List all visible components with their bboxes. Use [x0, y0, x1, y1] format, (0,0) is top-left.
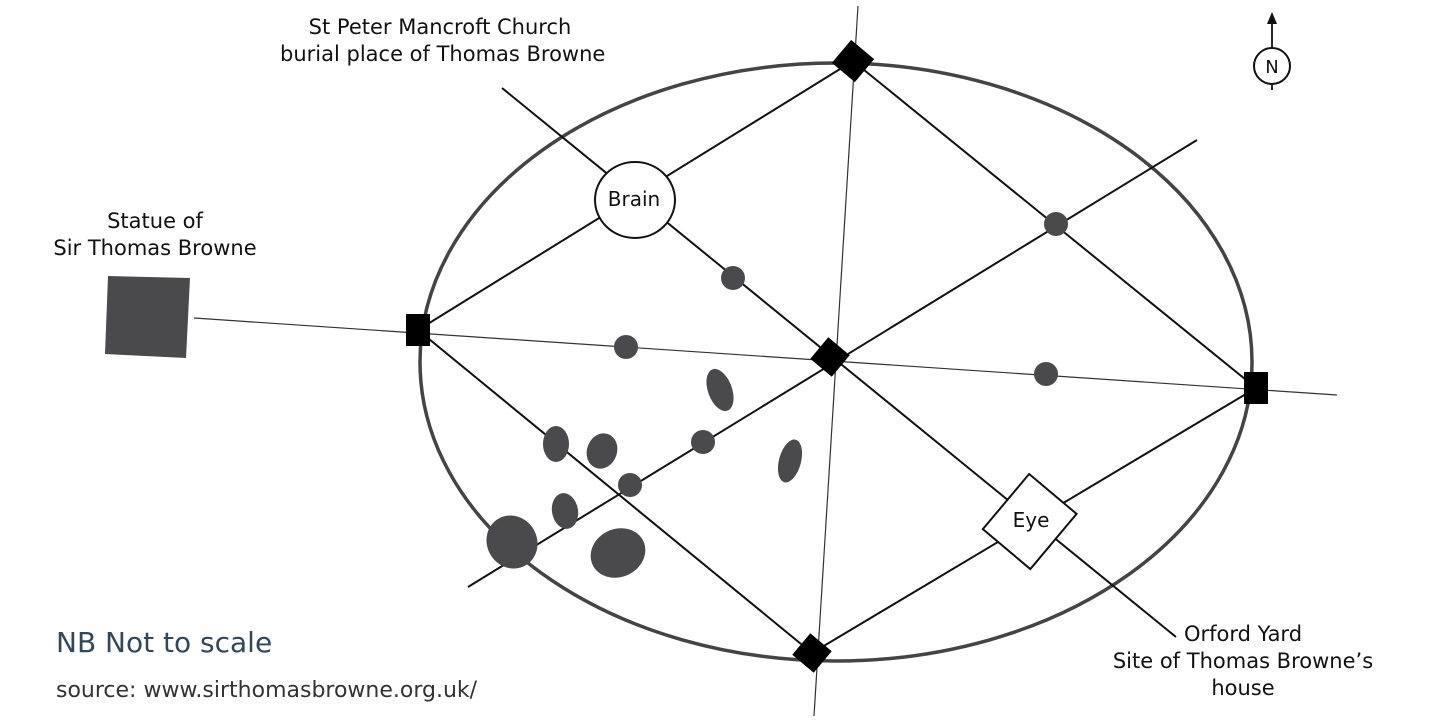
dot [1044, 212, 1068, 236]
compass-icon: N [1253, 12, 1291, 90]
blob [586, 433, 618, 469]
orford-label-line1: Orford Yard [1183, 622, 1303, 646]
eye-label: Eye [1013, 508, 1050, 532]
statue-label-line2: Sir Thomas Browne [53, 236, 257, 260]
eye-box [981, 472, 1079, 571]
dot [721, 266, 745, 290]
orford-label-line3: house [1211, 676, 1275, 700]
edge-south-west [417, 329, 813, 654]
brain-circle [594, 161, 676, 239]
church-label-line1: St Peter Mancroft Church [308, 15, 572, 39]
church-label: St Peter Mancroft Church burial place of… [280, 14, 606, 68]
marker-west [406, 314, 430, 346]
statue-label: Statue of Sir Thomas Browne [50, 208, 260, 262]
blob [551, 493, 579, 529]
dot [614, 335, 638, 359]
marker-south [792, 633, 832, 673]
marker-north [831, 39, 875, 83]
marker-center [810, 337, 850, 377]
marker-east [1244, 372, 1268, 404]
orford-label: Orford Yard Site of Thomas Browne’s hous… [1110, 621, 1376, 702]
source-note: source: www.sirthomasbrowne.org.uk/ [56, 678, 478, 703]
church-label-line2: burial place of Thomas Browne [280, 42, 606, 66]
blob [543, 426, 569, 462]
orford-label-line2: Site of Thomas Browne’s [1112, 649, 1374, 673]
east-west-axis [193, 317, 1338, 396]
dot [618, 473, 642, 497]
blob [590, 528, 646, 578]
compass-label: N [1265, 57, 1278, 78]
blob [777, 439, 803, 483]
blob [486, 515, 538, 569]
dot [691, 430, 715, 454]
not-to-scale-note: NB Not to scale [56, 626, 273, 659]
dot [1034, 362, 1058, 386]
statue-square [105, 276, 190, 358]
brain-label: Brain [608, 187, 660, 211]
statue-label-line1: Statue of [107, 209, 203, 233]
blob [706, 368, 734, 412]
